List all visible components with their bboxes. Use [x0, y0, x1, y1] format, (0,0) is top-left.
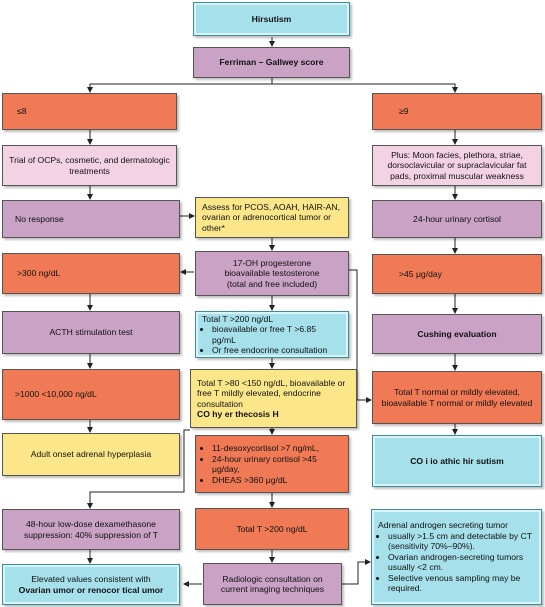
node-trial-ocps: Trial of OCPs, cosmetic, and dermatologi…: [2, 145, 177, 186]
node-17oh-title: 17-OH progesterone: [232, 257, 312, 268]
node-17oh-progesterone: 17-OH progesterone bioavailable testoste…: [195, 251, 349, 296]
node-ovarian-tumor: Ovarian umor or renocor tical umor: [18, 584, 164, 595]
node-adrenal-title: Adrenal androgen secreting tumor: [378, 520, 508, 531]
node-dexamethasone: 48-hour low-dose dexamethasone suppressi…: [2, 509, 180, 550]
node-total-t-200b: Total T >200 ng/dL: [195, 508, 349, 550]
node-urinary-cortisol: 24-hour urinary cortisol: [372, 200, 542, 238]
node-desoxycortisol: 11-desoxycortisol >7 ng/mL, 24-hour urin…: [195, 435, 349, 493]
list-item: Ovarian androgen-secreting tumors usuall…: [388, 552, 535, 573]
node-total-t-80-150: Total T >80 <150 ng/dL, bioavailable or …: [190, 369, 357, 428]
node-normal-t: Total T normal or mildly elevated, bioav…: [372, 371, 542, 424]
node-gt300: >300 ng/dL: [2, 253, 180, 294]
node-hyperthecosis: CO hy er thecosis H: [197, 409, 279, 419]
node-score-ge9: ≥9: [372, 93, 542, 130]
list-item: bioavailable or free T >6.85 pg/mL: [212, 324, 342, 345]
node-cushing-evaluation: Cushing evaluation: [372, 314, 542, 354]
list-item: Selective venous sampling may be require…: [388, 573, 535, 594]
node-radiologic-consultation: Radiologic consultation on current imagi…: [203, 563, 342, 605]
list-item: usually >1.5 cm and detectable by CT (se…: [388, 531, 535, 552]
node-acth-stimulation: ACTH stimulation test: [2, 311, 180, 354]
node-idiopathic-hirsutism: CO i io athic hir sutism: [372, 435, 542, 487]
node-total-t-80-text: Total T >80 <150 ng/dL, bioavailable or …: [197, 377, 346, 409]
node-adrenal-list: usually >1.5 cm and detectable by CT (se…: [378, 531, 535, 594]
node-no-response: No response: [2, 200, 180, 238]
node-total-t-200-title: Total T >200 ng/dL: [202, 313, 274, 324]
list-item: Or free endocrine consultation: [212, 345, 342, 356]
node-17oh-line2: bioavailable testosterone: [224, 268, 320, 279]
node-elevated-text: Elevated values consistent with: [31, 574, 151, 584]
node-assess-pcos: Assess for PCOS, AOAH, HAIR-AN, ovarian …: [195, 197, 349, 238]
node-adult-onset-hyperplasia: Adult onset adrenal hyperplasia: [2, 433, 180, 476]
node-total-t-200: Total T >200 ng/dL bioavailable or free …: [195, 311, 349, 358]
node-score-le8: ≤8: [2, 93, 177, 130]
node-17oh-line3: (total and free included): [226, 278, 318, 289]
node-total-t-200-list: bioavailable or free T >6.85 pg/mL Or fr…: [202, 324, 342, 356]
node-adrenal-tumor: Adrenal androgen secreting tumor usually…: [371, 509, 542, 605]
node-elevated-values: Elevated values consistent with Ovarian …: [2, 564, 180, 605]
node-hirsutism: Hirsutism: [193, 2, 350, 36]
list-item: DHEAS >360 μg/dL: [212, 475, 342, 486]
list-item: 11-desoxycortisol >7 ng/mL,: [212, 443, 342, 454]
node-ferriman-gallwey-score: Ferriman – Gallwey score: [193, 47, 350, 78]
node-desoxycortisol-list: 11-desoxycortisol >7 ng/mL, 24-hour urin…: [202, 443, 342, 485]
node-gt1000: >1000 <10,000 ng/dL: [2, 369, 180, 420]
list-item: 24-hour urinary cortisol >45 μg/day,: [212, 454, 342, 475]
node-cushing-signs: Plus: Moon facies, plethora, striae, dor…: [372, 145, 542, 186]
node-gt45: >45 μg/day: [372, 254, 542, 294]
